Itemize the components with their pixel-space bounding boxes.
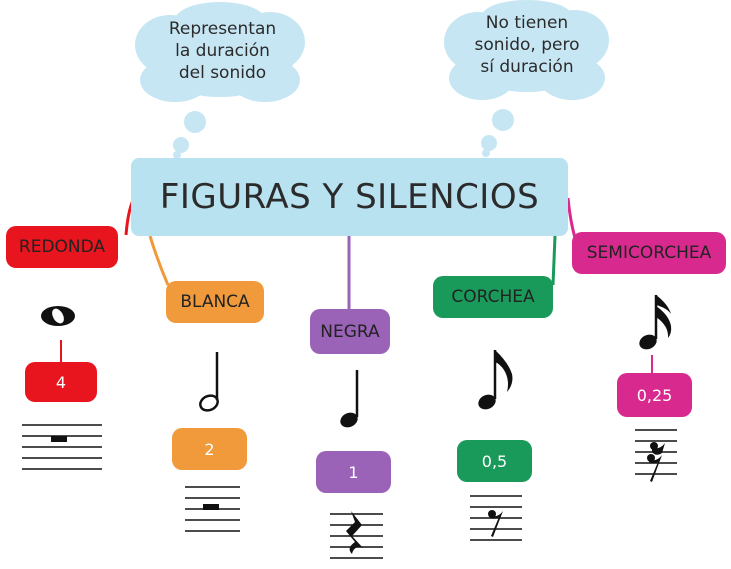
central-topic: FIGURAS Y SILENCIOS: [131, 158, 568, 236]
cloud-left-line-3: del sonido: [178, 63, 267, 83]
thought-cloud-right: [444, 0, 609, 157]
cloud-left-line-2: la duración: [175, 41, 270, 61]
value-negra: 1: [316, 451, 391, 493]
staff-redonda: [22, 424, 102, 470]
label-semicorchea-text: SEMICORCHEA: [586, 243, 712, 263]
label-semicorchea: SEMICORCHEA: [572, 232, 726, 274]
eighth-note-icon: [478, 350, 513, 410]
label-negra-text: NEGRA: [320, 321, 380, 342]
value-redonda-text: 4: [55, 372, 67, 392]
whole-rest-icon: [51, 436, 67, 442]
cloud-right-line-2: sonido, pero: [474, 35, 580, 55]
whole-note-icon: [41, 306, 75, 326]
half-rest-icon: [203, 504, 219, 510]
label-corchea-text: CORCHEA: [451, 287, 535, 307]
cloud-left-line-1: Representan: [168, 19, 277, 39]
label-redonda: REDONDA: [6, 226, 118, 268]
connector-corchea: [551, 235, 557, 286]
label-redonda-text: REDONDA: [18, 237, 106, 257]
sixteenth-rest-icon: [647, 442, 665, 482]
value-semicorchea-text: 0,25: [636, 385, 673, 405]
value-semicorchea: 0,25: [617, 373, 692, 417]
value-redonda: 4: [25, 362, 97, 402]
quarter-rest-icon: [346, 511, 363, 554]
label-blanca: BLANCA: [166, 281, 264, 323]
label-negra: NEGRA: [310, 309, 390, 354]
eighth-rest-icon: [488, 510, 503, 537]
half-note-icon: [199, 352, 219, 412]
value-corchea-text: 0,5: [481, 451, 508, 471]
cloud-text-left: Representan la duración del sonido: [160, 18, 285, 84]
value-negra-text: 1: [348, 462, 359, 482]
cloud-right-line-3: sí duración: [480, 57, 574, 77]
cloud-right-line-1: No tienen: [485, 13, 569, 33]
page-title: FIGURAS Y SILENCIOS: [159, 177, 540, 217]
value-blanca: 2: [172, 428, 247, 470]
value-corchea: 0,5: [457, 440, 532, 482]
label-corchea: CORCHEA: [433, 276, 553, 318]
quarter-note-icon: [340, 370, 359, 428]
label-blanca-text: BLANCA: [180, 292, 250, 312]
thought-cloud-left: [135, 2, 305, 159]
connector-blanca: [148, 235, 170, 286]
connector-semicorchea: [566, 197, 577, 239]
value-blanca-text: 2: [204, 439, 215, 459]
cloud-text-right: No tienen sonido, pero sí duración: [463, 12, 591, 78]
sixteenth-note-icon: [639, 295, 672, 350]
